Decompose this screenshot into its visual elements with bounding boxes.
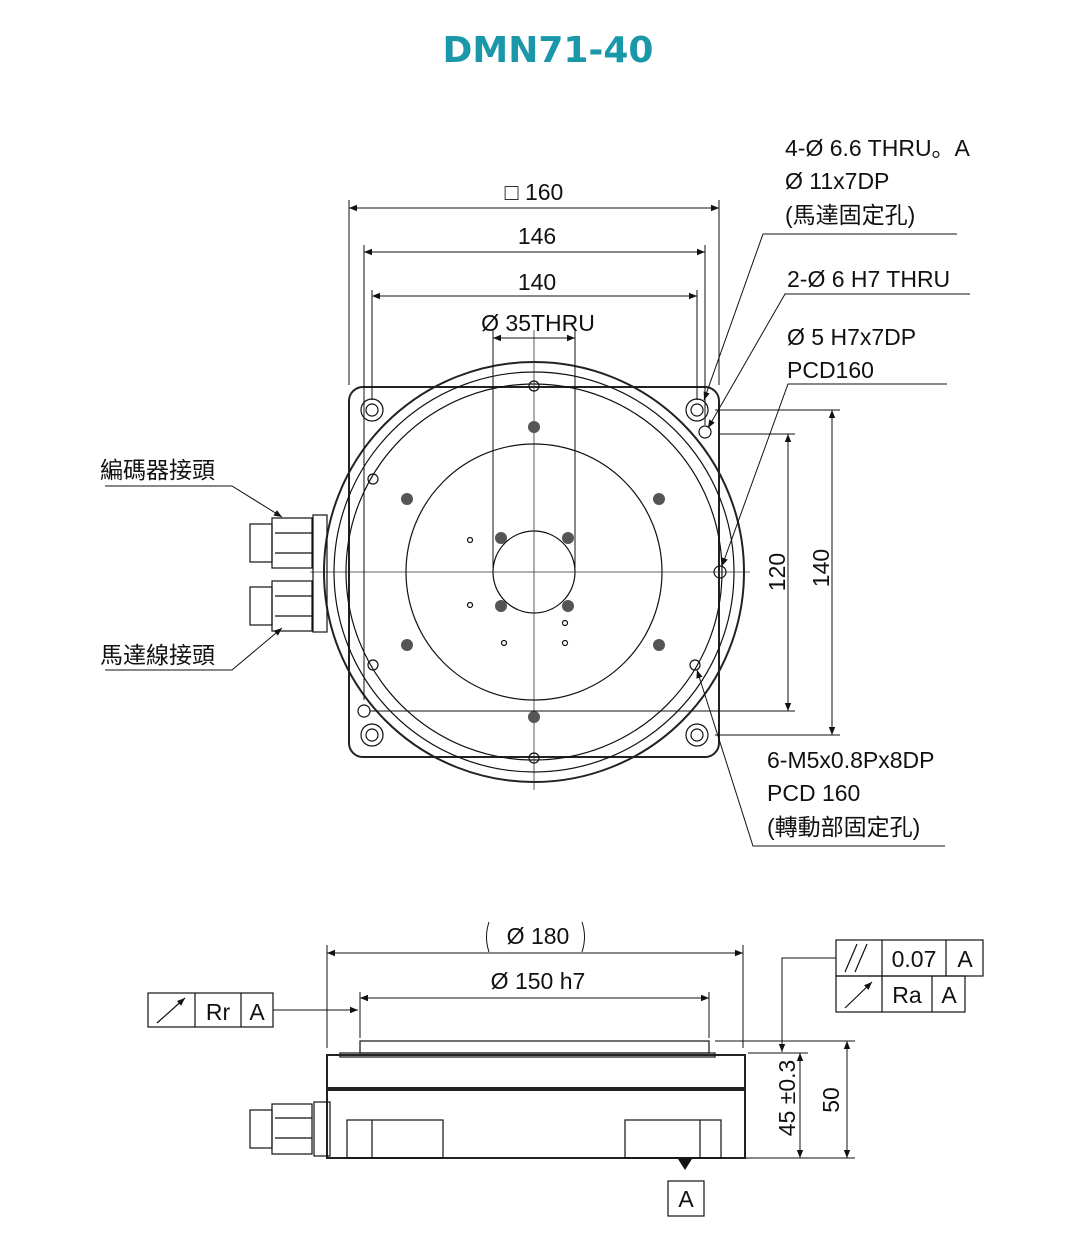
side-view: Ø 180 Ø 150 h7 45 ±0.3 50 Rr A 0.07 A Ra… <box>147 921 984 1217</box>
dim-d180: Ø 180 <box>507 923 570 949</box>
dim-146: 146 <box>518 223 556 249</box>
dim-h45: 45 ±0.3 <box>774 1060 800 1137</box>
dim-h50: 50 <box>818 1087 844 1113</box>
callout-rotor-taps-2: PCD 160 <box>767 780 860 806</box>
pin-hole <box>357 704 371 718</box>
label-motor-cable-connector: 馬達線接頭 <box>100 642 215 668</box>
parallel-value: 0.07 <box>892 946 937 972</box>
callout-motor-holes-2: Ø 11x7DP <box>785 168 889 194</box>
dim-bore: Ø 35THRU <box>481 310 595 336</box>
axial-arrow-icon <box>844 981 873 1009</box>
callout-pcd-hole-2: PCD160 <box>787 357 874 383</box>
dim-d150: Ø 150 h7 <box>491 968 586 994</box>
callout-pin-holes: 2-Ø 6 H7 THRU <box>787 266 950 292</box>
dim-140: 140 <box>518 269 556 295</box>
axial-value: Ra <box>892 982 922 1008</box>
rotor-tapped-holes <box>367 380 727 764</box>
axial-runout-frame: Ra A <box>835 975 966 1013</box>
dim-square-160: □ 160 <box>505 179 564 205</box>
callout-motor-holes-1: 4-Ø 6.6 THRU。A <box>785 135 971 161</box>
datum-label: A <box>678 1186 694 1212</box>
axial-datum: A <box>941 982 957 1008</box>
connectors <box>249 514 328 633</box>
runout-value: Rr <box>206 999 231 1025</box>
pin-hole <box>698 425 712 439</box>
counterbored-holes <box>401 421 665 723</box>
datum-triangle-icon <box>678 1159 692 1170</box>
motor-mount-holes <box>360 398 709 747</box>
label-encoder-connector: 編碼器接頭 <box>100 457 215 483</box>
runout-arrow-icon <box>156 997 186 1024</box>
page-title: DMN71-40 <box>443 30 654 71</box>
callout-rotor-taps-3: (轉動部固定孔) <box>767 814 920 840</box>
callout-rotor-taps-1: 6-M5x0.8Px8DP <box>767 747 934 773</box>
small-holes <box>466 536 569 647</box>
callout-motor-holes-3: (馬達固定孔) <box>785 202 915 228</box>
runout-datum: A <box>249 999 265 1025</box>
parallelism-tolerance-frame: 0.07 A <box>778 939 984 1052</box>
top-view: □ 160 146 140 Ø 35THRU 120 140 4-Ø 6.6 T… <box>100 135 971 847</box>
dim-v140: 140 <box>808 549 834 587</box>
parallel-datum: A <box>957 946 973 972</box>
callout-pcd-hole-1: Ø 5 H7x7DP <box>787 324 916 350</box>
runout-tolerance-frame: Rr A <box>147 992 358 1028</box>
parallel-icon <box>844 943 858 973</box>
dim-120: 120 <box>764 553 790 591</box>
